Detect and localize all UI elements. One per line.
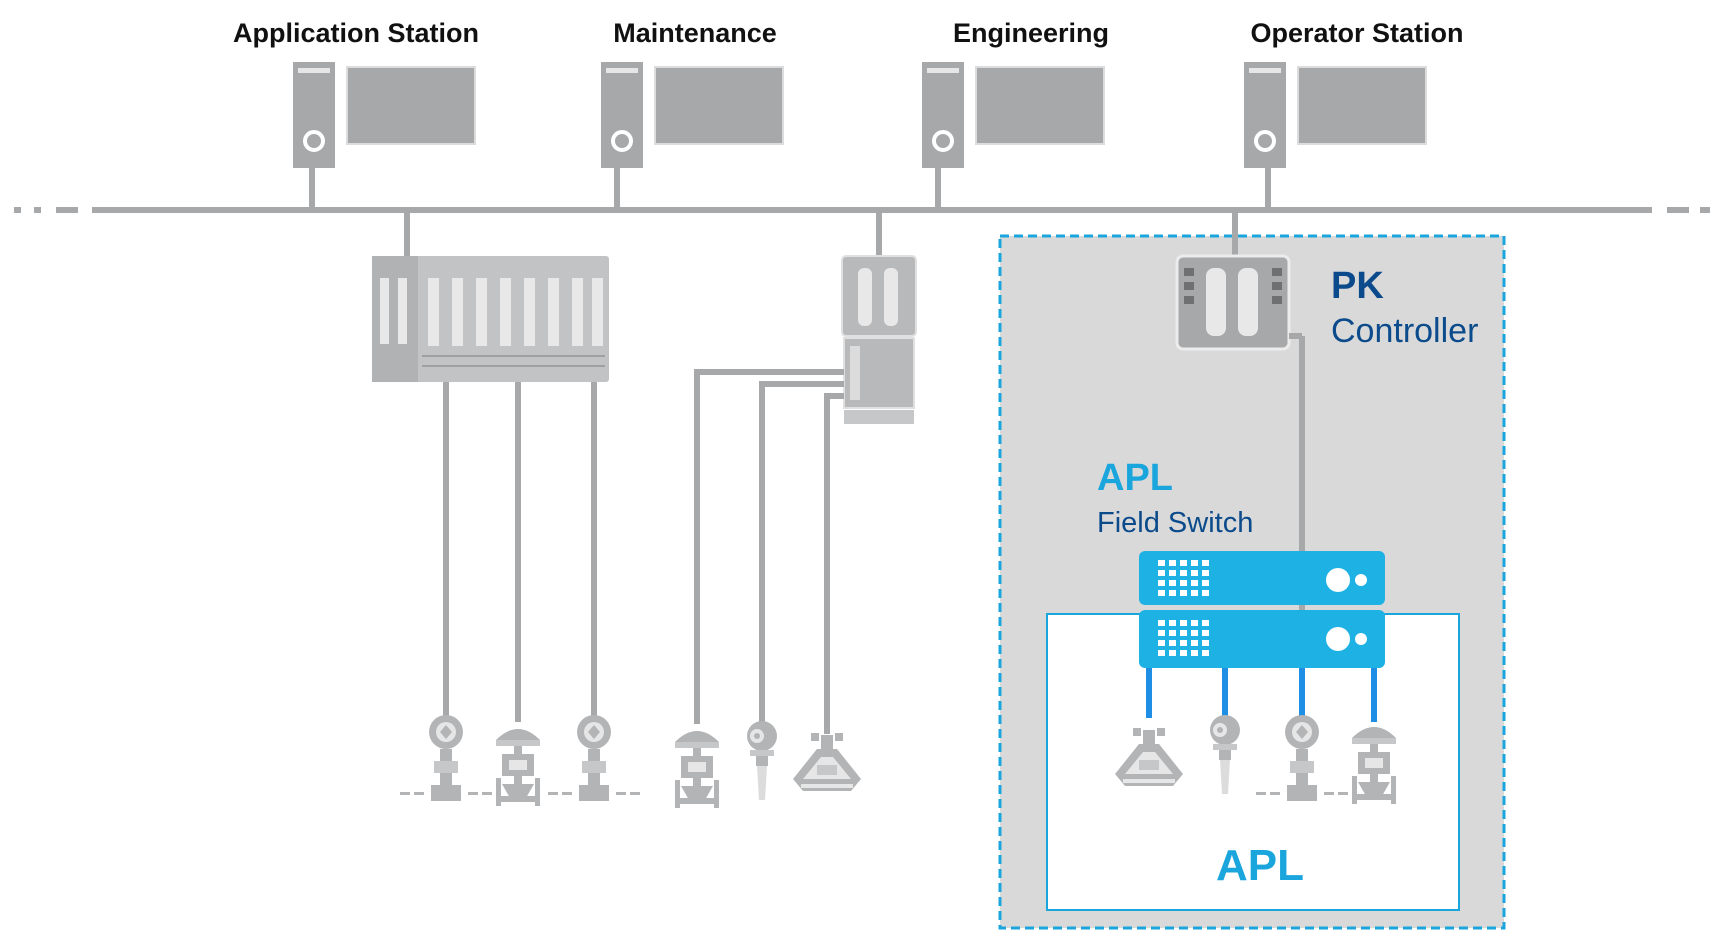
plant-bus xyxy=(14,207,1710,213)
apl-links xyxy=(1146,668,1377,722)
station-label-maintenance: Maintenance xyxy=(613,18,777,48)
workstation-application xyxy=(293,62,476,168)
io-rack xyxy=(372,256,609,382)
pressure-transmitter-icon xyxy=(548,715,640,801)
workstation-maintenance xyxy=(601,62,784,168)
station-label-application: Application Station xyxy=(233,18,479,48)
pk-controller xyxy=(1175,254,1291,351)
apl-zone-label: APL xyxy=(1216,841,1304,890)
field-switch-subtitle: Field Switch xyxy=(1097,507,1253,539)
field-switch-title: APL xyxy=(1097,457,1173,499)
remote-io-devices xyxy=(675,721,861,808)
control-valve-icon xyxy=(496,729,540,806)
switch-icon xyxy=(1139,551,1385,605)
workstation-engineering xyxy=(922,62,1105,168)
station-label-operator: Operator Station xyxy=(1250,18,1463,48)
workstation-icon xyxy=(922,62,964,168)
flowmeter-icon xyxy=(793,733,861,791)
radar-level-icon xyxy=(747,721,777,800)
pk-title: PK xyxy=(1331,265,1384,307)
controller-icon xyxy=(1175,254,1291,351)
workstation-icon xyxy=(293,62,335,168)
pk-subtitle: Controller xyxy=(1331,312,1478,350)
station-drops xyxy=(309,168,1271,210)
apl-field-switch xyxy=(1139,551,1385,668)
station-label-engineering: Engineering xyxy=(953,18,1109,48)
pressure-transmitter-icon xyxy=(400,715,492,801)
io-rack-devices xyxy=(400,715,640,806)
control-valve-icon xyxy=(675,731,719,808)
remote-io xyxy=(841,255,917,424)
workstation-operator xyxy=(1244,62,1427,168)
workstation-icon xyxy=(1244,62,1286,168)
workstation-icon xyxy=(601,62,643,168)
